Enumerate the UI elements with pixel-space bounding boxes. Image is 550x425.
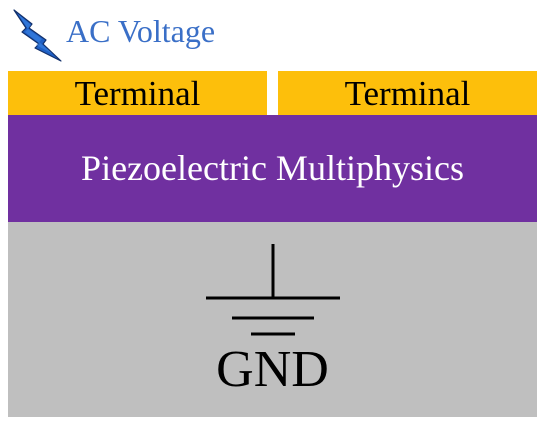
gnd-label: GND — [216, 341, 329, 398]
lightning-bolt-icon — [13, 9, 62, 62]
ground-symbol-icon — [206, 244, 340, 336]
header: AC Voltage — [0, 0, 550, 70]
ac-voltage-title: AC Voltage — [66, 13, 216, 49]
terminal-left: Terminal — [8, 71, 267, 115]
ground-substrate: GND — [8, 222, 537, 417]
piezoelectric-label: Piezoelectric Multiphysics — [81, 148, 464, 188]
piezoelectric-layer: Piezoelectric Multiphysics — [8, 115, 537, 222]
terminal-right: Terminal — [278, 71, 537, 115]
